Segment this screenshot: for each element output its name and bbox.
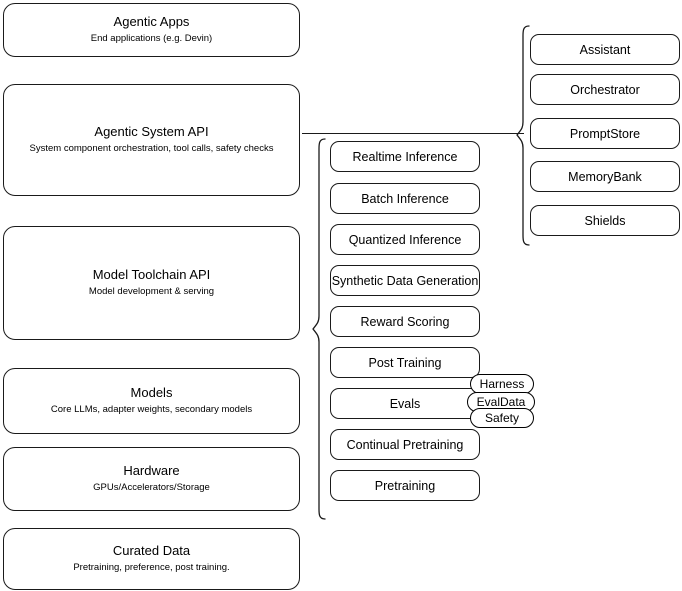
- layer-title: Agentic Apps: [113, 14, 190, 29]
- layer-box-hardware[interactable]: Hardware GPUs/Accelerators/Storage: [3, 447, 300, 511]
- brace-capabilities: [312, 138, 326, 520]
- capability-box-realtime-inference[interactable]: Realtime Inference: [330, 141, 480, 172]
- layer-subtitle: End applications (e.g. Devin): [90, 33, 213, 44]
- layer-title: Curated Data: [112, 543, 191, 558]
- component-box-shields[interactable]: Shields: [530, 205, 680, 236]
- layer-subtitle: Core LLMs, adapter weights, secondary mo…: [50, 404, 253, 415]
- capability-box-pretraining[interactable]: Pretraining: [330, 470, 480, 501]
- capability-box-evals[interactable]: Evals: [330, 388, 480, 419]
- capability-label: Pretraining: [374, 478, 436, 493]
- capability-label: Quantized Inference: [348, 232, 462, 247]
- capability-box-batch-inference[interactable]: Batch Inference: [330, 183, 480, 214]
- layer-subtitle: System component orchestration, tool cal…: [29, 143, 274, 154]
- layer-box-curated-data[interactable]: Curated Data Pretraining, preference, po…: [3, 528, 300, 590]
- eval-tag-safety[interactable]: Safety: [470, 408, 534, 428]
- layer-title: Model Toolchain API: [92, 267, 211, 282]
- capability-box-synthetic-data-generation[interactable]: Synthetic Data Generation: [330, 265, 480, 296]
- component-box-promptstore[interactable]: PromptStore: [530, 118, 680, 149]
- capability-box-quantized-inference[interactable]: Quantized Inference: [330, 224, 480, 255]
- eval-tag-label: Harness: [479, 377, 525, 391]
- component-box-memorybank[interactable]: MemoryBank: [530, 161, 680, 192]
- layer-box-models[interactable]: Models Core LLMs, adapter weights, secon…: [3, 368, 300, 434]
- component-label: Shields: [584, 213, 626, 228]
- layer-box-agentic-apps[interactable]: Agentic Apps End applications (e.g. Devi…: [3, 3, 300, 57]
- eval-tag-label: Safety: [484, 411, 520, 425]
- component-label: PromptStore: [569, 126, 641, 141]
- layer-title: Hardware: [123, 463, 180, 478]
- layer-subtitle: Pretraining, preference, post training.: [73, 562, 230, 573]
- layer-box-model-toolchain-api[interactable]: Model Toolchain API Model development & …: [3, 226, 300, 340]
- layer-subtitle: Model development & serving: [88, 286, 215, 297]
- capability-label: Continual Pretraining: [346, 437, 464, 452]
- eval-tag-harness[interactable]: Harness: [470, 374, 534, 394]
- capability-label: Synthetic Data Generation: [331, 273, 479, 288]
- capability-box-reward-scoring[interactable]: Reward Scoring: [330, 306, 480, 337]
- layer-box-agentic-system-api[interactable]: Agentic System API System component orch…: [3, 84, 300, 196]
- component-box-orchestrator[interactable]: Orchestrator: [530, 74, 680, 105]
- capability-label: Realtime Inference: [352, 149, 458, 164]
- component-label: MemoryBank: [568, 169, 642, 184]
- component-box-assistant[interactable]: Assistant: [530, 34, 680, 65]
- capability-label: Reward Scoring: [360, 314, 450, 329]
- layer-title: Models: [130, 385, 173, 400]
- capability-label: Post Training: [368, 355, 442, 370]
- capability-label: Batch Inference: [361, 191, 449, 206]
- layer-title: Agentic System API: [94, 124, 209, 139]
- capability-box-post-training[interactable]: Post Training: [330, 347, 480, 378]
- capability-box-continual-pretraining[interactable]: Continual Pretraining: [330, 429, 480, 460]
- layer-subtitle: GPUs/Accelerators/Storage: [93, 482, 210, 493]
- capability-label: Evals: [389, 396, 421, 411]
- component-label: Orchestrator: [570, 82, 640, 97]
- eval-tag-label: EvalData: [476, 395, 526, 409]
- brace-components: [516, 25, 530, 246]
- connector-line-system-api-to-components: [302, 133, 524, 134]
- component-label: Assistant: [579, 42, 631, 57]
